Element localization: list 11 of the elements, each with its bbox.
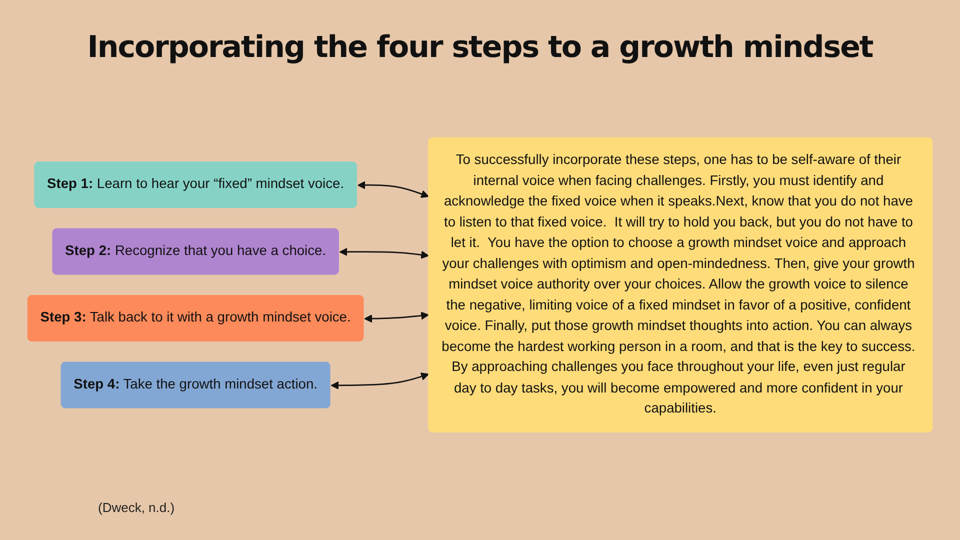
node-box: To successfully incorporate these steps, one has to be self-aware of their internal voice when facing challenges. Firstly, you must identify and acknowledge the fixed voice when it speaks.Next, know that you do not have to listen to that fixed voice. It will try to hold you back, but you do not have to let it. You have the option to choose a growth mindset voice and approach your challenges with optimism and open-mindedness. Then, give your growth mindset voice authority over your choices. Allow the growth voice to silence the negative, limiting voice of a fixed mindset in favor of a positive, confident voice. Finally, put those growth mindset thoughts into action. You can always become the hardest working person in a room, and that is the key to success. By approaching challenges you face throughout your life, even just regular day to day tasks, you will become empowered and more confident in your capabilities. <box>428 137 933 432</box>
node-box: Step 4: Take the growth mindset action. <box>60 362 330 408</box>
citation: (Dweck, n.d.) <box>98 500 175 515</box>
arrow <box>339 248 429 259</box>
node-box: Step 2: Recognize that you have a choice. <box>52 228 339 275</box>
node-box: Step 1: Learn to hear your “fixed” mindset voice. <box>34 162 357 208</box>
arrow <box>364 312 429 323</box>
node-box: Step 3: Talk back to it with a growth mindset voice. <box>27 295 364 342</box>
arrow <box>357 181 429 198</box>
title: Incorporating the four steps to a growth mindset <box>87 30 873 65</box>
arrow <box>330 372 429 390</box>
